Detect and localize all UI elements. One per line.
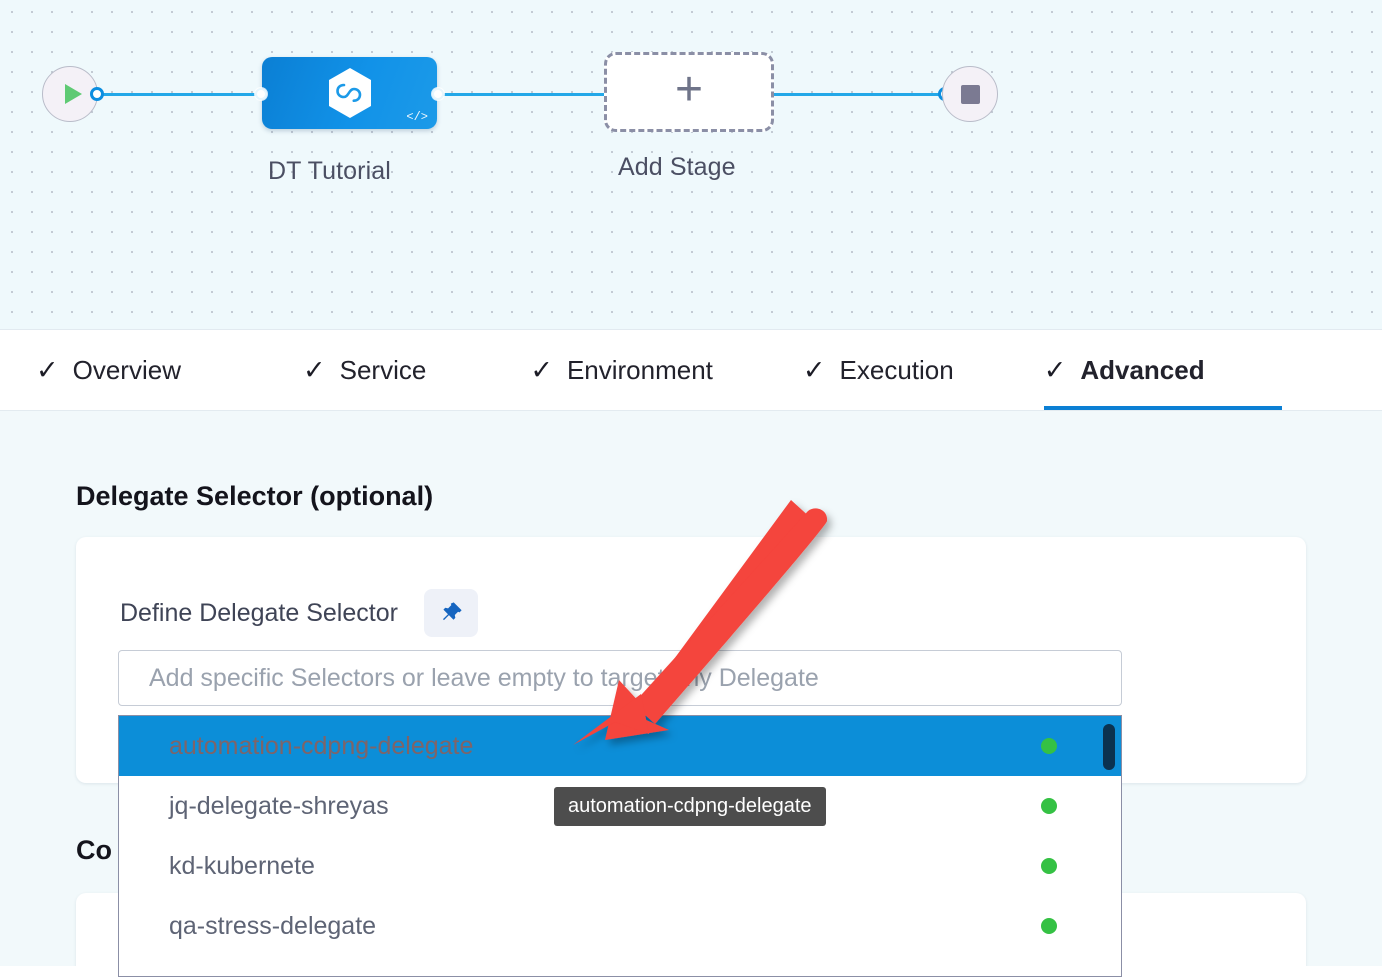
define-delegate-selector-label: Define Delegate Selector — [120, 598, 398, 627]
pipeline-edge-add-to-end — [770, 93, 952, 96]
option-list-scrollbar[interactable] — [1103, 724, 1115, 770]
status-dot-icon — [1041, 738, 1057, 754]
end-node[interactable] — [942, 66, 998, 122]
check-icon: ✓ — [530, 354, 553, 385]
check-icon: ✓ — [802, 354, 826, 385]
plus-icon: + — [674, 63, 704, 116]
pipeline-edge-stage-to-add — [437, 93, 615, 96]
option-label: automation-cdpng-delegate — [169, 731, 474, 760]
tab-environment-label: Environment — [566, 354, 713, 385]
status-dot-icon — [1041, 918, 1057, 934]
harness-hexagon-icon — [328, 68, 371, 118]
option-label: kd-kubernete — [169, 851, 315, 880]
start-node[interactable] — [42, 66, 98, 122]
option-label: jq-delegate-shreyas — [169, 791, 389, 820]
secondary-section-title: Co — [76, 835, 112, 865]
pin-icon[interactable] — [423, 589, 478, 637]
pipeline-canvas[interactable]: </> DT Tutorial + Add Stage — [0, 0, 1382, 330]
list-item[interactable]: automation-cdpng-delegate — [119, 716, 1121, 776]
tab-overview-label: Overview — [72, 354, 181, 385]
tab-service-label: Service — [339, 354, 427, 385]
tab-environment[interactable]: ✓ Environment — [530, 330, 713, 410]
pipeline-edge-start-to-stage — [96, 93, 268, 96]
tab-advanced[interactable]: ✓ Advanced — [1043, 330, 1282, 410]
tab-overview[interactable]: ✓ Overview — [36, 330, 181, 410]
list-item[interactable]: kd-kubernete — [119, 836, 1121, 896]
delegate-tooltip: automation-cdpng-delegate — [554, 787, 826, 826]
canvas-divider — [0, 329, 1382, 330]
tab-execution-label: Execution — [839, 354, 954, 385]
pipeline-stage-node[interactable]: </> — [262, 57, 437, 129]
list-item[interactable]: qa-stress-delegate — [119, 896, 1121, 956]
status-dot-icon — [1041, 798, 1057, 814]
start-node-port[interactable] — [90, 87, 104, 101]
stop-icon — [960, 84, 980, 104]
code-icon: </> — [406, 110, 428, 124]
check-icon: ✓ — [1043, 354, 1067, 385]
add-stage-label: Add Stage — [618, 153, 736, 181]
define-delegate-selector-row: Define Delegate Selector — [120, 589, 478, 637]
tab-service[interactable]: ✓ Service — [303, 330, 426, 410]
status-dot-icon — [1041, 858, 1057, 874]
tab-execution[interactable]: ✓ Execution — [803, 330, 954, 410]
check-icon: ✓ — [36, 354, 59, 385]
check-icon: ✓ — [302, 354, 326, 385]
pipeline-stage-label: DT Tutorial — [268, 157, 391, 185]
page-title: Delegate Selector (optional) — [76, 481, 434, 511]
tab-advanced-label: Advanced — [1080, 354, 1205, 385]
play-icon — [64, 84, 82, 104]
pin-icon-glyph — [442, 602, 462, 621]
stage-config-tabs: ✓ Overview ✓ Service ✓ Environment ✓ Exe… — [0, 330, 1382, 410]
list-item[interactable]: jq-delegate-shreyas — [119, 776, 1121, 836]
stage-input-port[interactable] — [255, 88, 267, 100]
delegate-selector-input[interactable] — [118, 650, 1122, 706]
add-stage-button[interactable]: + — [604, 52, 774, 132]
stage-output-port[interactable] — [432, 88, 444, 100]
delegate-option-list[interactable]: automation-cdpng-delegate jq-delegate-sh… — [118, 715, 1122, 977]
option-label: qa-stress-delegate — [169, 911, 377, 940]
